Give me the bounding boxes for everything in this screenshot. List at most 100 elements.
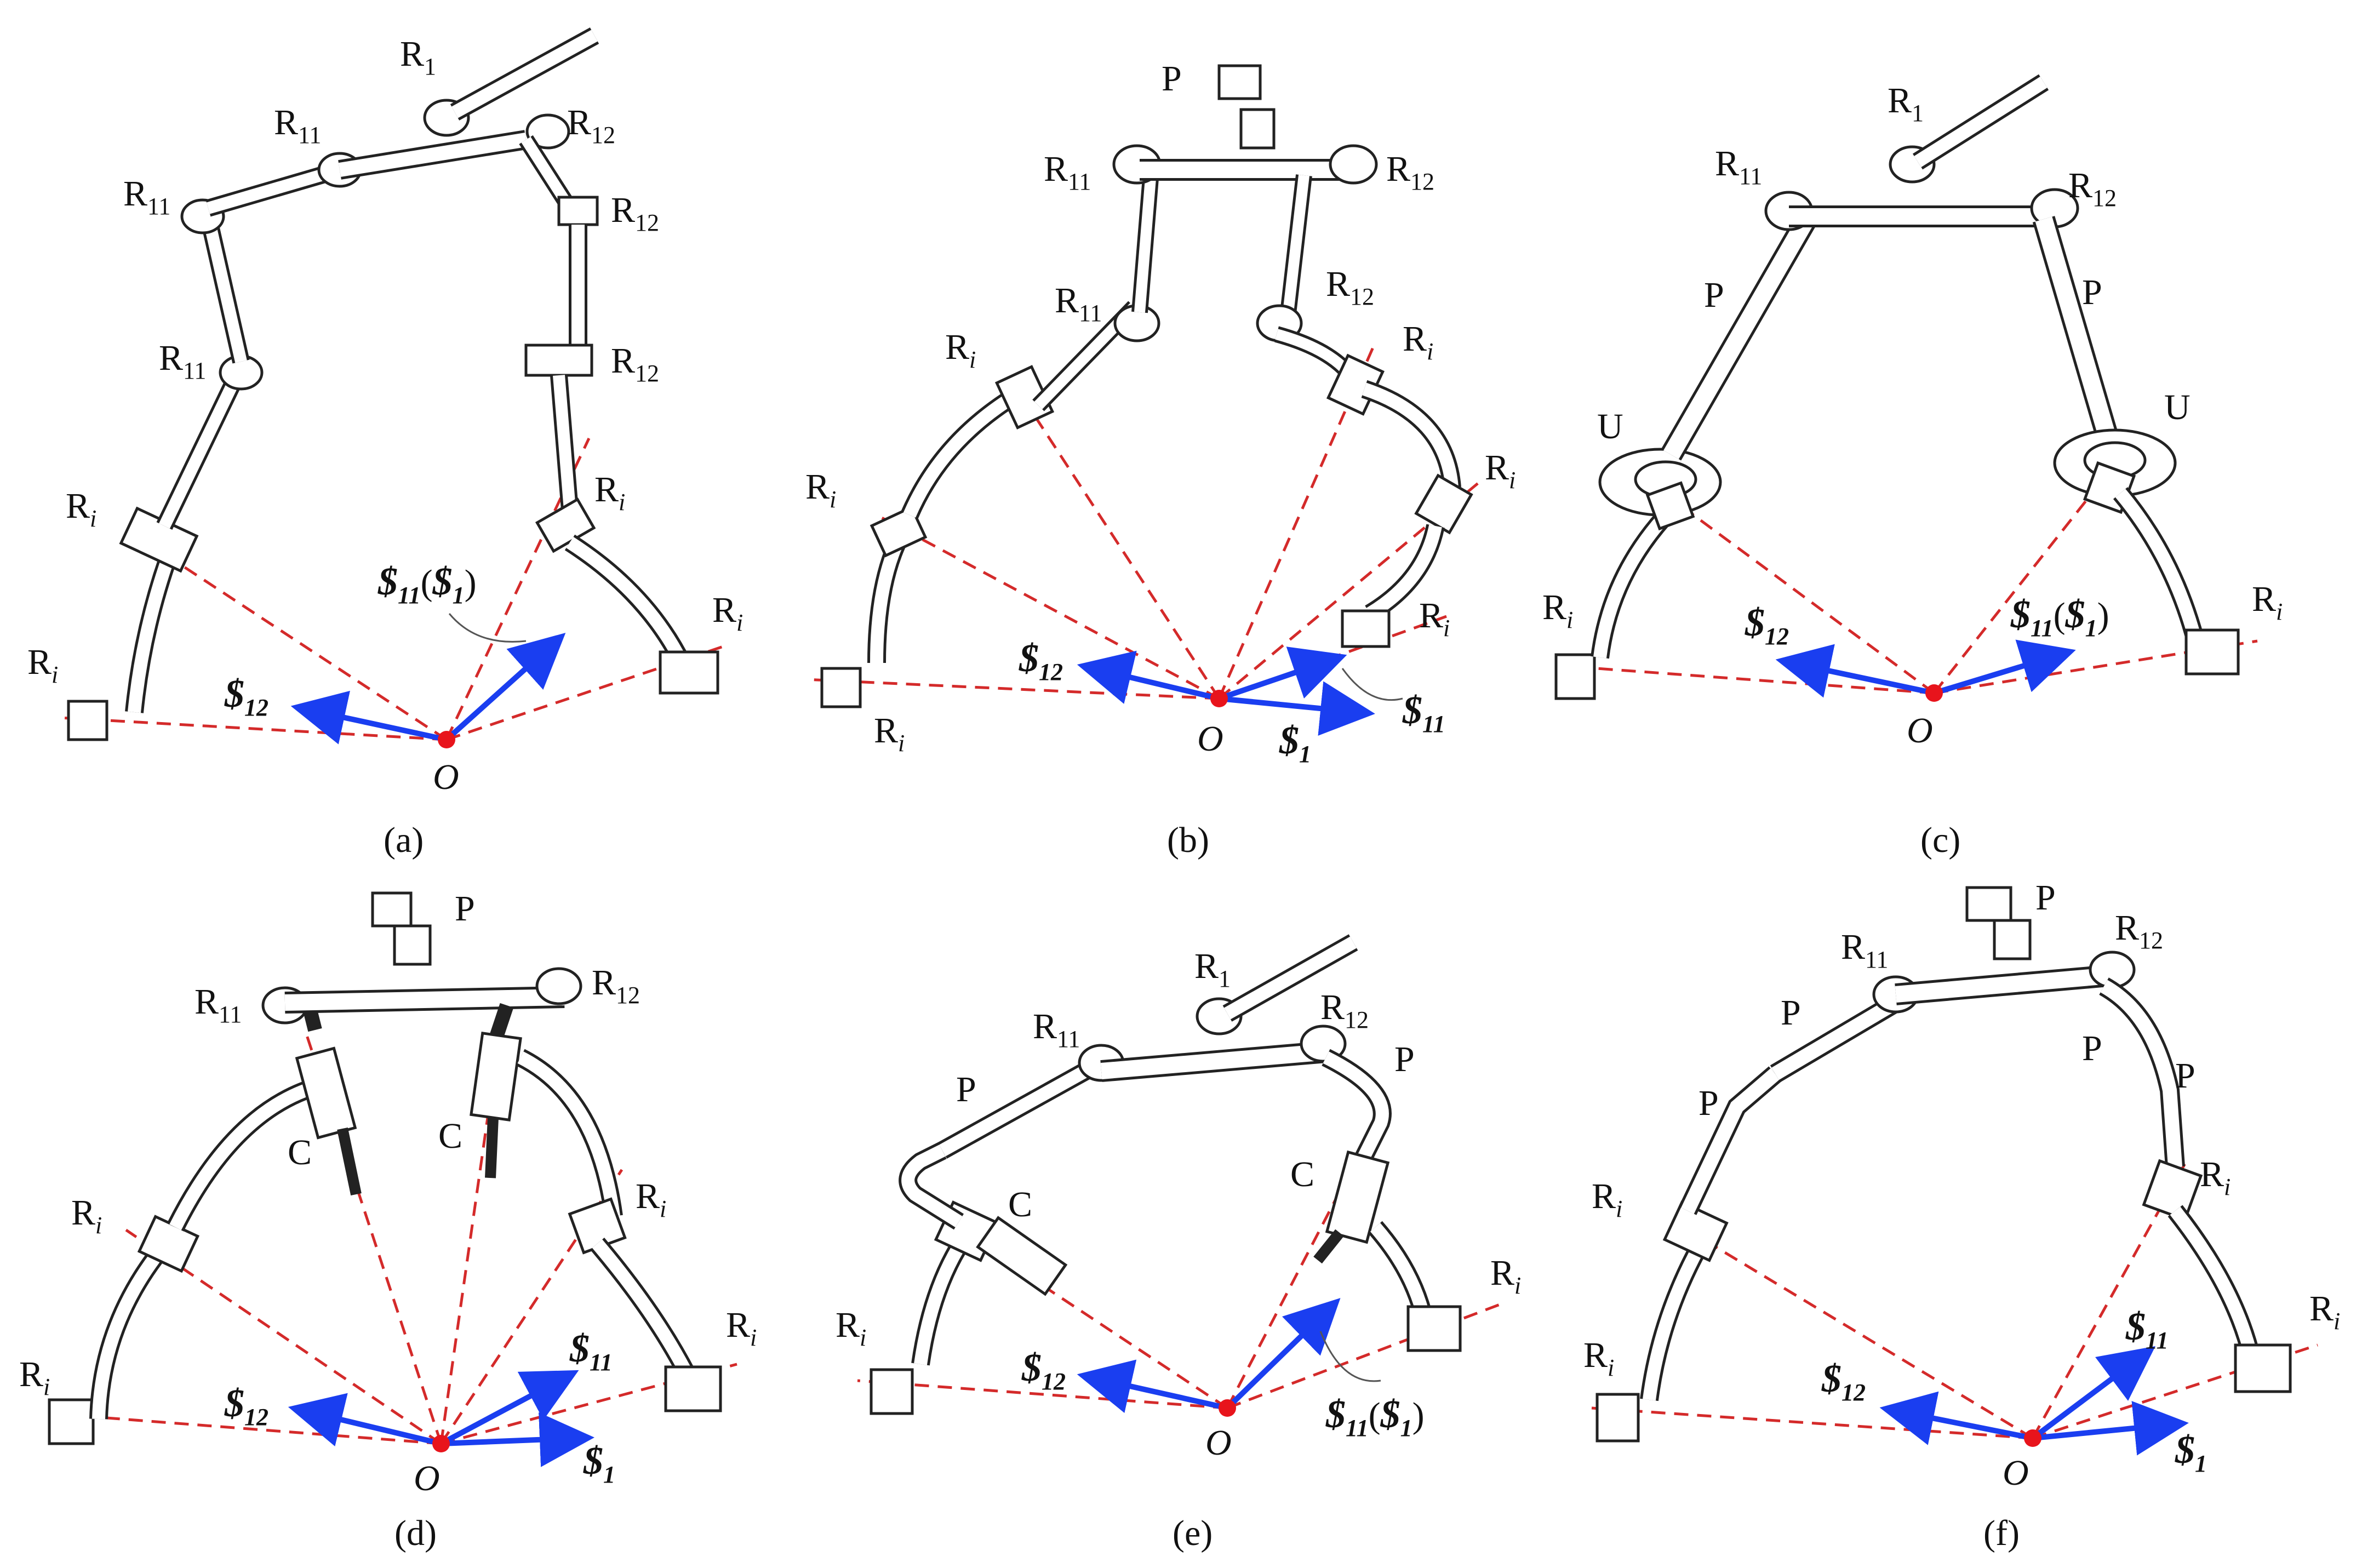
origin-dot [1925, 684, 1943, 702]
svg-text:$12: $12 [1821, 1357, 1866, 1406]
svg-text:$12: $12 [1745, 600, 1789, 650]
panel-e-screws [1077, 1298, 1341, 1414]
svg-text:R11: R11 [1841, 927, 1888, 973]
caption-e: (e) [1173, 1513, 1213, 1553]
panel-e-labels: R1 R11 R12 P P C C Ri Ri O $12 $11($1) [836, 946, 1521, 1463]
panel-c-screws [1775, 639, 2076, 698]
svg-text:R12: R12 [1320, 987, 1369, 1033]
svg-text:C: C [288, 1132, 312, 1172]
origin-dot [2024, 1429, 2041, 1447]
svg-text:Ri: Ri [726, 1305, 757, 1351]
svg-text:$12: $12 [1021, 1346, 1066, 1395]
panel-e-mechanism [870, 934, 1462, 1415]
svg-text:R12: R12 [2068, 165, 2117, 211]
svg-text:O: O [414, 1458, 440, 1498]
svg-text:R12: R12 [1326, 264, 1374, 310]
svg-text:U: U [2164, 387, 2191, 427]
leader-line [1341, 668, 1403, 701]
svg-text:$11($1): $11($1) [2010, 592, 2109, 642]
svg-text:R1: R1 [1194, 946, 1231, 992]
svg-text:Ri: Ri [805, 467, 836, 513]
svg-text:Ri: Ri [2252, 579, 2283, 625]
base-block [67, 700, 108, 741]
panel-f: P R11 R12 P P P P Ri Ri Ri Ri O $12 $11 … [1583, 878, 2340, 1553]
svg-text:R11: R11 [123, 174, 170, 220]
panel-c-labels: R1 R11 R12 P P U U Ri Ri O $12 $11($1) [1542, 81, 2283, 751]
svg-text:Ri: Ri [874, 711, 905, 757]
svg-text:R12: R12 [611, 190, 659, 236]
svg-text:$12: $12 [224, 672, 268, 721]
svg-text:Ri: Ri [1485, 448, 1516, 494]
svg-text:P: P [1781, 993, 1801, 1033]
panel-f-screws [1879, 1346, 2189, 1456]
svg-text:$11: $11 [2125, 1304, 2169, 1354]
svg-text:P: P [2175, 1056, 2195, 1096]
svg-text:Ri: Ri [2309, 1289, 2340, 1335]
svg-text:$11($1): $11($1) [378, 559, 477, 609]
svg-text:O: O [2003, 1453, 2029, 1493]
svg-text:R11: R11 [1715, 144, 1762, 190]
panel-c-axes [1558, 470, 2258, 695]
svg-text:P: P [2082, 1028, 2102, 1068]
caption-f: (f) [1983, 1513, 2020, 1553]
svg-text:R11: R11 [274, 102, 321, 148]
svg-text:Ri: Ri [66, 486, 96, 532]
svg-text:R1: R1 [1888, 81, 1924, 127]
svg-text:Ri: Ri [636, 1176, 666, 1222]
svg-text:$12: $12 [224, 1381, 268, 1430]
svg-text:$11: $11 [569, 1326, 613, 1376]
panel-f-mechanism [1595, 886, 2292, 1443]
svg-text:P: P [956, 1069, 976, 1109]
svg-text:$1: $1 [583, 1439, 615, 1488]
svg-text:O: O [1197, 719, 1223, 759]
svg-text:Ri: Ri [1583, 1335, 1614, 1381]
svg-text:O: O [1205, 1423, 1232, 1463]
svg-text:P: P [455, 889, 475, 929]
svg-text:P: P [1704, 275, 1724, 315]
svg-text:R12: R12 [2115, 908, 2163, 954]
panel-a-labels: R1 R11 R11 R11 R12 R12 R12 Ri Ri Ri Ri O… [27, 34, 743, 797]
svg-text:P: P [1699, 1083, 1719, 1123]
panel-c-mechanism [1554, 74, 2240, 700]
svg-text:Ri: Ri [1419, 596, 1450, 642]
svg-text:R1: R1 [400, 34, 436, 80]
leader-line [1319, 1331, 1381, 1382]
origin-dot [438, 731, 455, 748]
svg-text:Ri: Ri [945, 327, 976, 373]
svg-text:$1: $1 [1279, 718, 1311, 768]
svg-text:U: U [1597, 407, 1623, 447]
svg-text:Ri: Ri [594, 470, 625, 516]
panel-b-screws [1077, 646, 1375, 736]
leader-line [448, 613, 527, 643]
svg-text:O: O [1907, 711, 1933, 751]
svg-text:R12: R12 [567, 102, 615, 148]
panel-b: P R11 R12 R11 R12 Ri Ri Ri Ri Ri Ri O $1… [805, 59, 1516, 860]
svg-text:P: P [2082, 272, 2102, 312]
svg-text:P: P [1162, 59, 1182, 99]
panel-a-mechanism [67, 27, 719, 741]
svg-text:Ri: Ri [1542, 587, 1573, 633]
origin-dot [1219, 1399, 1236, 1417]
svg-text:C: C [438, 1116, 462, 1156]
svg-text:R11: R11 [1055, 281, 1102, 327]
svg-text:R11: R11 [1033, 1006, 1080, 1052]
panel-a: R1 R11 R11 R11 R12 R12 R12 Ri Ri Ri Ri O… [27, 27, 743, 860]
svg-text:O: O [433, 757, 459, 797]
svg-text:Ri: Ri [2200, 1154, 2231, 1200]
origin-dot [432, 1435, 450, 1452]
panel-c: R1 R11 R12 P P U U Ri Ri O $12 $11($1) (… [1542, 74, 2283, 860]
svg-text:R12: R12 [1386, 149, 1434, 195]
svg-text:C: C [1290, 1154, 1314, 1194]
panel-d-screws [288, 1370, 594, 1467]
panel-e: R1 R11 R12 P P C C Ri Ri O $12 $11($1) (… [836, 934, 1521, 1553]
caption-c: (c) [1920, 820, 1960, 860]
svg-text:P: P [1394, 1039, 1415, 1079]
svg-text:Ri: Ri [27, 642, 58, 688]
caption-b: (b) [1167, 820, 1209, 860]
panel-a-screws [290, 632, 566, 745]
svg-text:R11: R11 [195, 982, 242, 1028]
svg-text:R11: R11 [1044, 149, 1091, 195]
svg-text:$12: $12 [1019, 636, 1063, 685]
